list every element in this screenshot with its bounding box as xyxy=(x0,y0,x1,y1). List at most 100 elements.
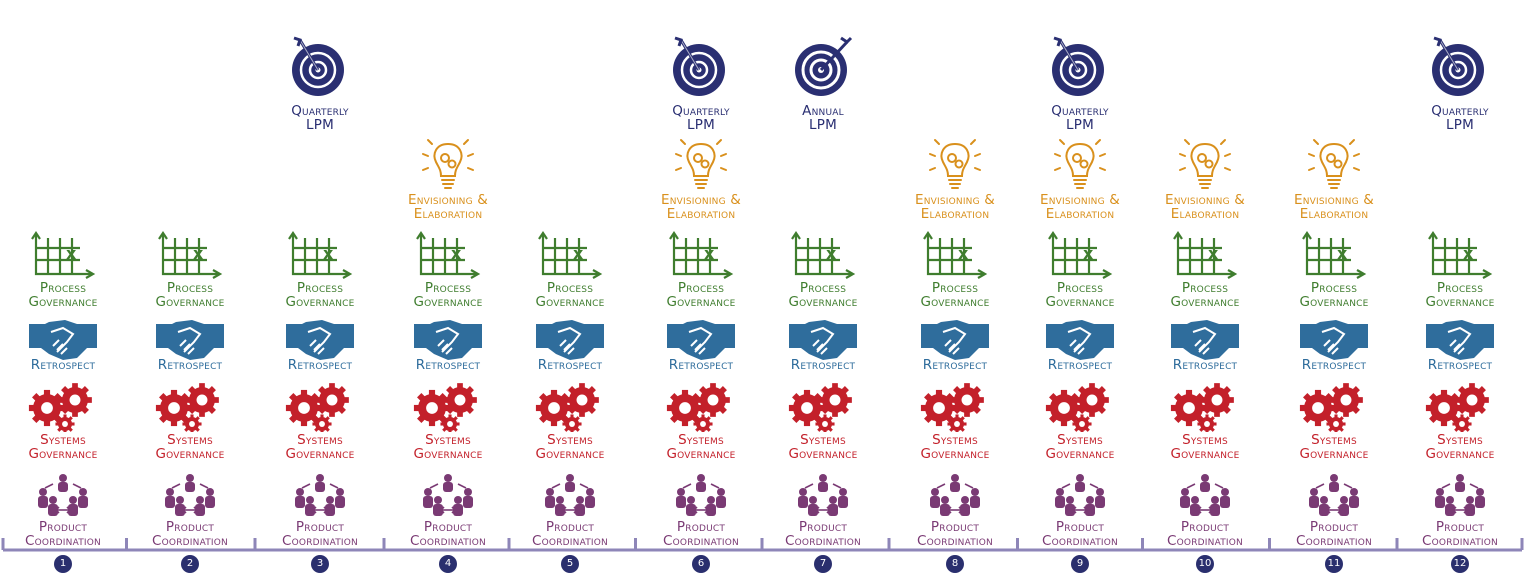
product-coordination-label-line: Coordination xyxy=(152,533,228,549)
systems-governance-label-line: Systems xyxy=(1057,432,1103,448)
sprint-number-badge: 7 xyxy=(814,555,832,573)
process-governance-label-line: Governance xyxy=(1425,294,1495,310)
envisioning-elaboration-label-line: Elaboration xyxy=(1170,206,1240,222)
quarterly-lpm-label-line: Quarterly xyxy=(291,103,349,119)
systems-governance-label-line: Systems xyxy=(547,432,593,448)
handshake-icon xyxy=(919,318,991,366)
systems-governance-label-line: Systems xyxy=(1437,432,1483,448)
gears-icon xyxy=(1042,382,1118,436)
gears-icon xyxy=(785,382,861,436)
process-governance-label-line: Process xyxy=(166,280,214,296)
gears-icon xyxy=(917,382,993,436)
process-governance-label-line: Governance xyxy=(1170,294,1240,310)
sprint-number-badge: 4 xyxy=(439,555,457,573)
team-network-icon xyxy=(152,470,228,524)
systems-governance-label-line: Governance xyxy=(1425,446,1495,462)
chart-grid-icon: x xyxy=(1045,230,1115,284)
envisioning-elaboration-label-line: Envisioning & xyxy=(660,192,742,208)
chart-grid-icon: x xyxy=(920,230,990,284)
product-coordination-label-line: Product xyxy=(295,519,345,535)
process-governance-label-line: Process xyxy=(424,280,472,296)
target-arrow-icon xyxy=(669,34,733,102)
systems-governance-label-line: Governance xyxy=(413,446,483,462)
svg-text:x: x xyxy=(958,244,969,263)
systems-governance-label-line: Governance xyxy=(788,446,858,462)
retrospect-label: Retrospect xyxy=(1017,358,1144,372)
gears-icon xyxy=(1422,382,1498,436)
quarterly-lpm-label-line: Quarterly xyxy=(672,103,730,119)
process-governance-label-line: Governance xyxy=(788,294,858,310)
retrospect-label-line: Retrospect xyxy=(1047,357,1113,373)
product-coordination-label-line: Product xyxy=(798,519,848,535)
systems-governance-label-line: Systems xyxy=(932,432,978,448)
gears-icon xyxy=(410,382,486,436)
sprint-number-badge: 9 xyxy=(1071,555,1089,573)
svg-text:x: x xyxy=(573,244,584,263)
process-governance-label-line: Governance xyxy=(413,294,483,310)
svg-text:x: x xyxy=(704,244,715,263)
handshake-icon xyxy=(534,318,606,366)
retrospect-label: Retrospect xyxy=(507,358,634,372)
chart-grid-icon: x xyxy=(535,230,605,284)
process-governance-label-line: Process xyxy=(1056,280,1104,296)
quarterly-lpm-label-line: Quarterly xyxy=(1051,103,1109,119)
gears-icon xyxy=(25,382,101,436)
lightbulb-gears-icon xyxy=(1052,138,1108,198)
svg-text:x: x xyxy=(1337,244,1348,263)
team-network-icon xyxy=(785,470,861,524)
process-governance-label-line: Process xyxy=(39,280,87,296)
chart-grid-icon: x xyxy=(666,230,736,284)
team-network-icon xyxy=(1042,470,1118,524)
team-network-icon xyxy=(1296,470,1372,524)
retrospect-label: Retrospect xyxy=(257,358,384,372)
retrospect-label-line: Retrospect xyxy=(537,357,603,373)
envisioning-elaboration-label-line: Envisioning & xyxy=(914,192,996,208)
systems-governance-label-line: Systems xyxy=(678,432,724,448)
process-governance-label-line: Process xyxy=(677,280,725,296)
envisioning-elaboration-label-line: Elaboration xyxy=(920,206,990,222)
team-network-icon xyxy=(25,470,101,524)
gears-icon xyxy=(282,382,358,436)
systems-governance-label-line: Governance xyxy=(1299,446,1369,462)
team-network-icon xyxy=(917,470,993,524)
product-coordination-label-line: Coordination xyxy=(1042,533,1118,549)
process-governance-label-line: Process xyxy=(1181,280,1229,296)
svg-text:x: x xyxy=(1083,244,1094,263)
quarterly-lpm-label-line: Quarterly xyxy=(1431,103,1489,119)
systems-governance-label-line: Systems xyxy=(297,432,343,448)
sprint-number-badge: 10 xyxy=(1196,555,1214,573)
systems-governance-label-line: Governance xyxy=(920,446,990,462)
retrospect-label-line: Retrospect xyxy=(922,357,988,373)
retrospect-label-line: Retrospect xyxy=(790,357,856,373)
envisioning-elaboration-label: Envisioning &Elaboration xyxy=(385,193,512,221)
product-coordination-label-line: Product xyxy=(38,519,88,535)
quarterly-lpm-label-line: LPM xyxy=(687,117,715,133)
retrospect-label: Retrospect xyxy=(892,358,1019,372)
process-governance-label-line: Process xyxy=(1436,280,1484,296)
sprint-number-badge: 11 xyxy=(1325,555,1343,573)
retrospect-label: Retrospect xyxy=(638,358,765,372)
systems-governance-label-line: Systems xyxy=(167,432,213,448)
annual-lpm-label-line: Annual xyxy=(802,103,844,119)
handshake-icon xyxy=(1169,318,1241,366)
